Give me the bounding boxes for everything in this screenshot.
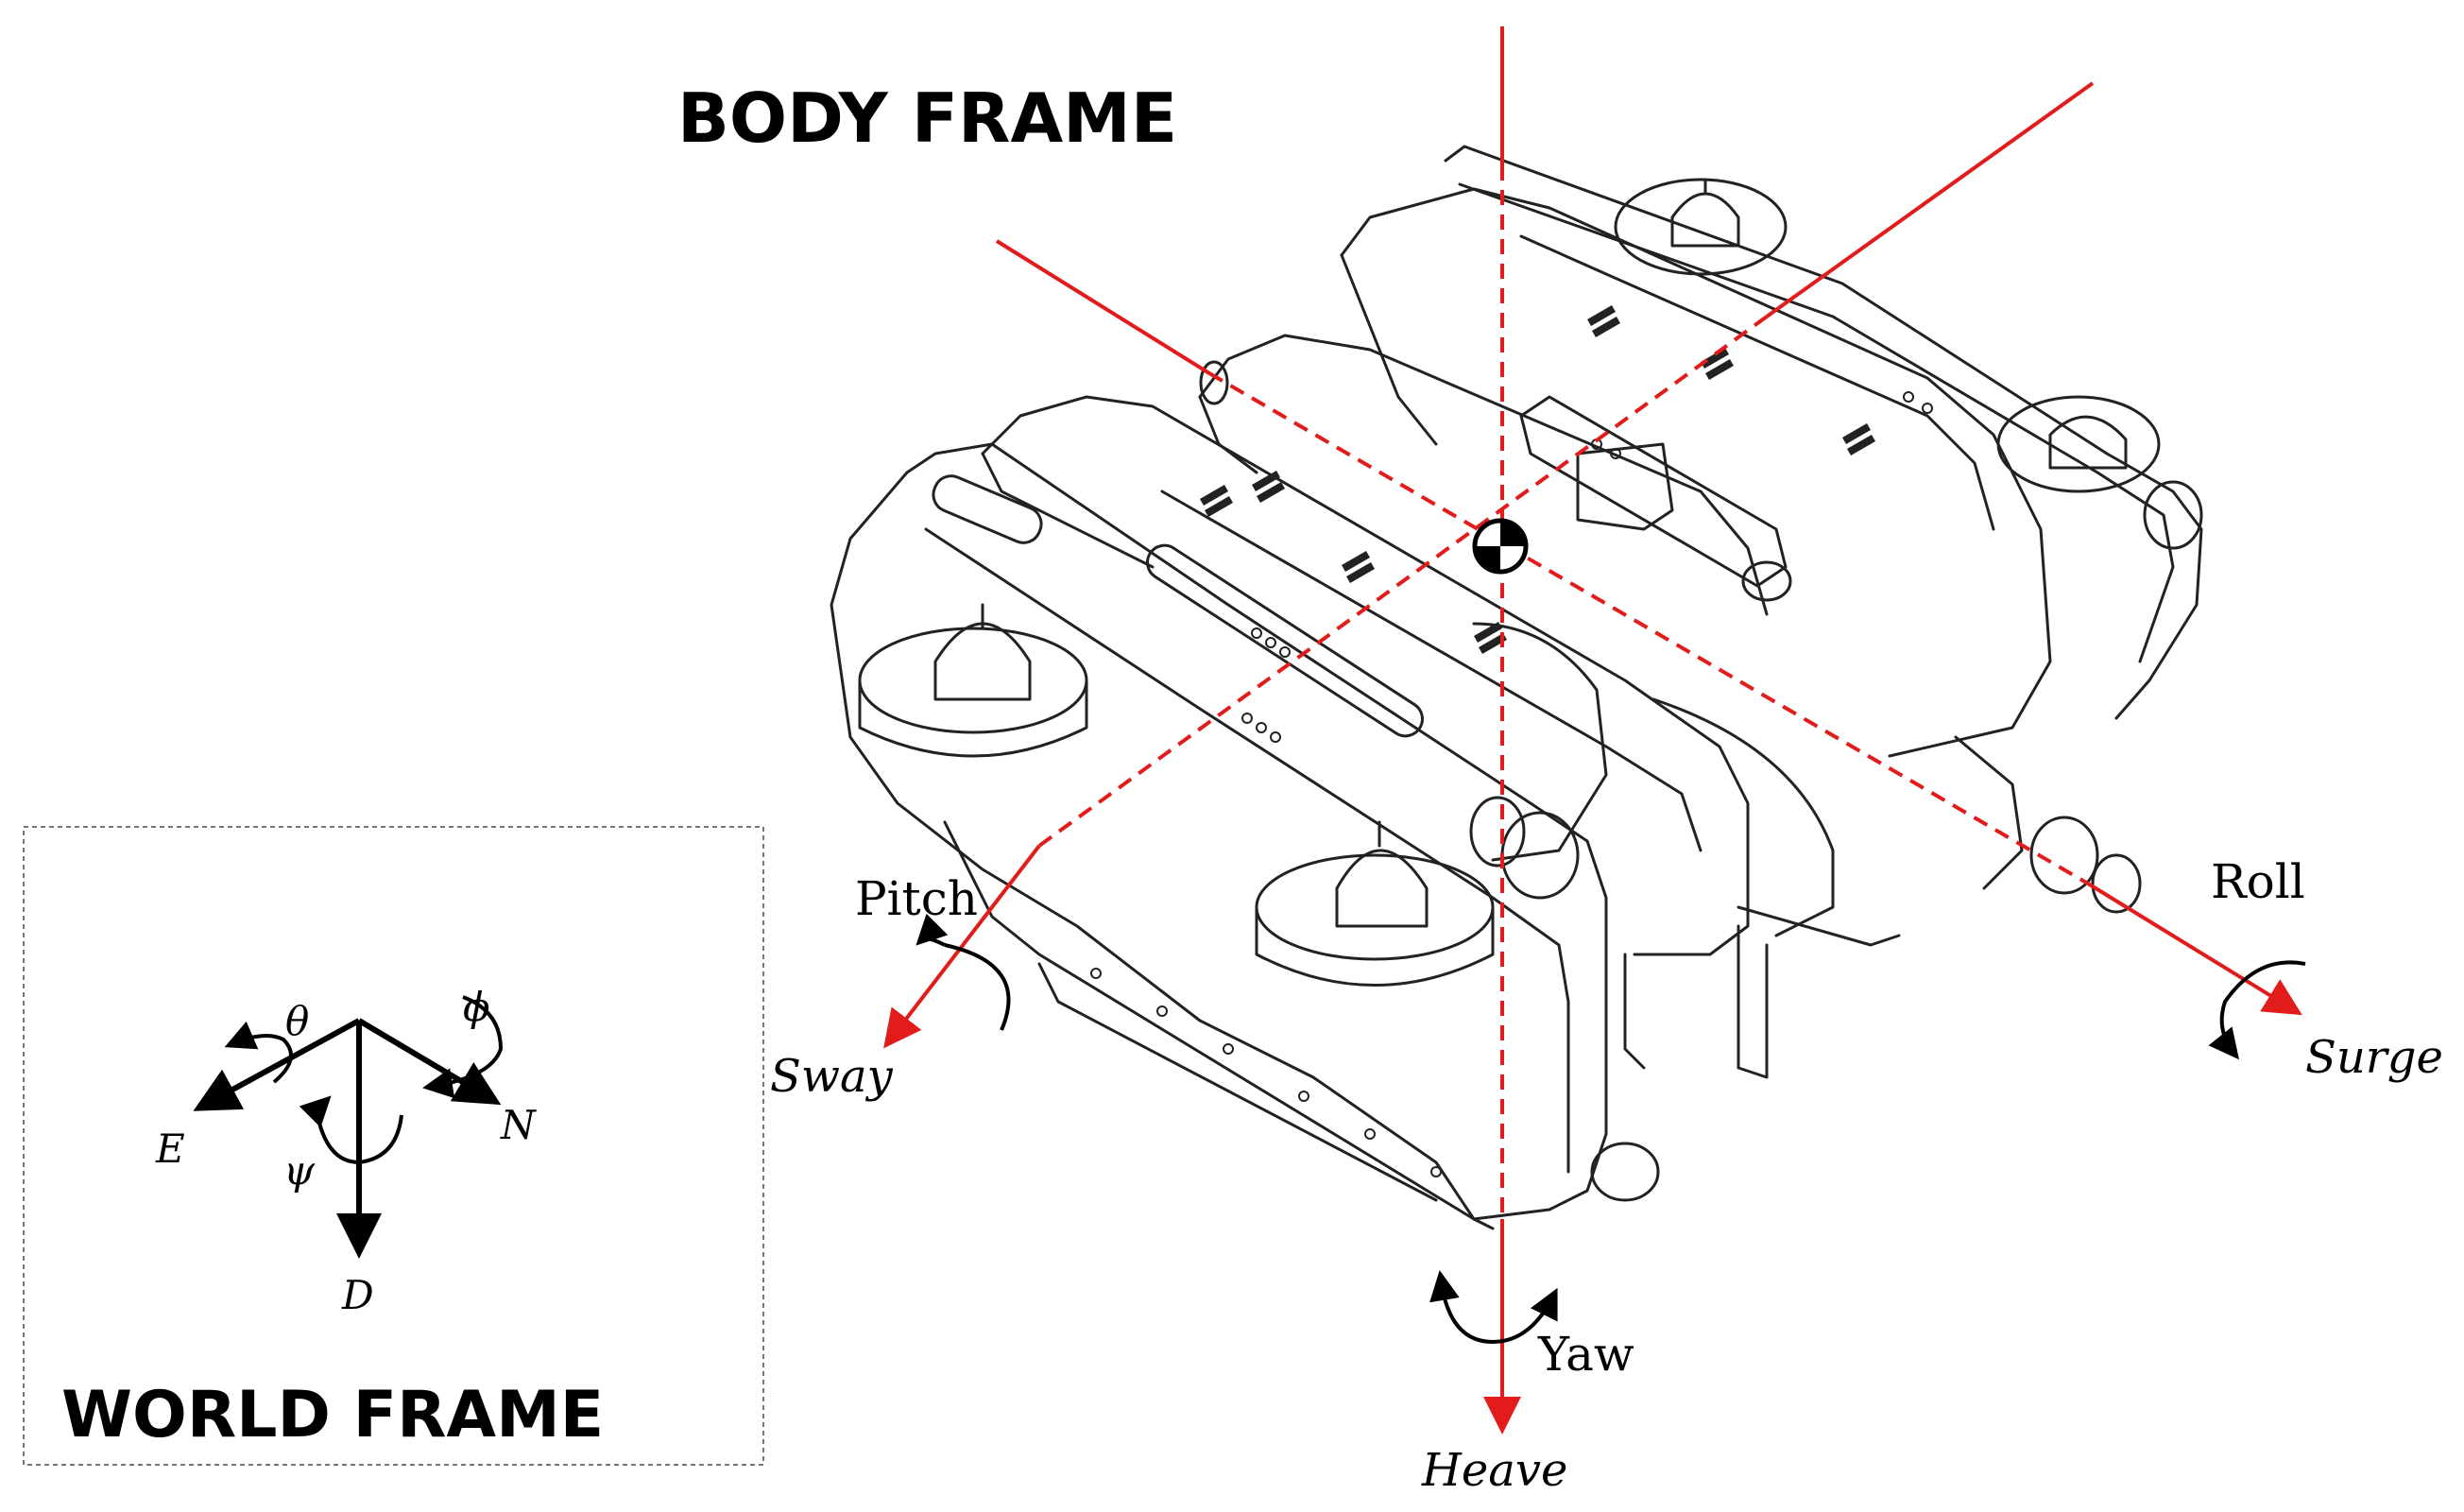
yaw-label: Yaw [1537, 1327, 1634, 1382]
sway-axis-arrow [883, 844, 1041, 1049]
east-label: E [155, 1125, 185, 1172]
surge-axis-back [995, 239, 1211, 375]
heave-label: Heave [1421, 1444, 1567, 1497]
surge-axis-arrow [2086, 882, 2302, 1016]
phi-rotation-icon [422, 995, 504, 1099]
rov-vehicle-drawing [830, 145, 2203, 1230]
north-label: N [500, 1102, 537, 1148]
surge-axis-dashed [1207, 371, 2090, 885]
theta-label: θ [285, 998, 309, 1044]
thruster-back-right [1996, 395, 2161, 493]
world-frame-panel: θ ϕ ψ E N D WORLD FRAME [23, 826, 764, 1466]
thruster-back-top [1614, 178, 1788, 276]
pitch-rotation-icon [915, 913, 1011, 1031]
yaw-rotation-icon [1429, 1270, 1558, 1345]
psi-rotation-icon [315, 1109, 403, 1165]
phi-label: ϕ [463, 984, 490, 1030]
center-of-gravity-icon [1472, 518, 1529, 575]
world-frame-title: WORLD FRAME [61, 1378, 604, 1452]
roll-label: Roll [2211, 854, 2305, 909]
sway-axis-back [1765, 81, 2095, 318]
psi-label: ψ [283, 1147, 316, 1194]
pitch-label: Pitch [855, 871, 978, 926]
theta-rotation-icon [224, 1021, 293, 1084]
sway-axis-dashed [1037, 315, 1769, 848]
thruster-front-center [1255, 820, 1495, 987]
thruster-front-left [858, 603, 1088, 758]
down-label: D [341, 1272, 374, 1318]
body-frame-axes [883, 26, 2302, 1435]
east-axis [193, 1018, 361, 1111]
roll-rotation-icon [2208, 960, 2306, 1060]
north-axis [357, 1018, 502, 1106]
body-frame-title: BODY FRAME [677, 78, 1177, 158]
sway-label: Sway [770, 1050, 894, 1103]
world-frame-axes [193, 1018, 502, 1259]
surge-label: Surge [2305, 1031, 2443, 1084]
